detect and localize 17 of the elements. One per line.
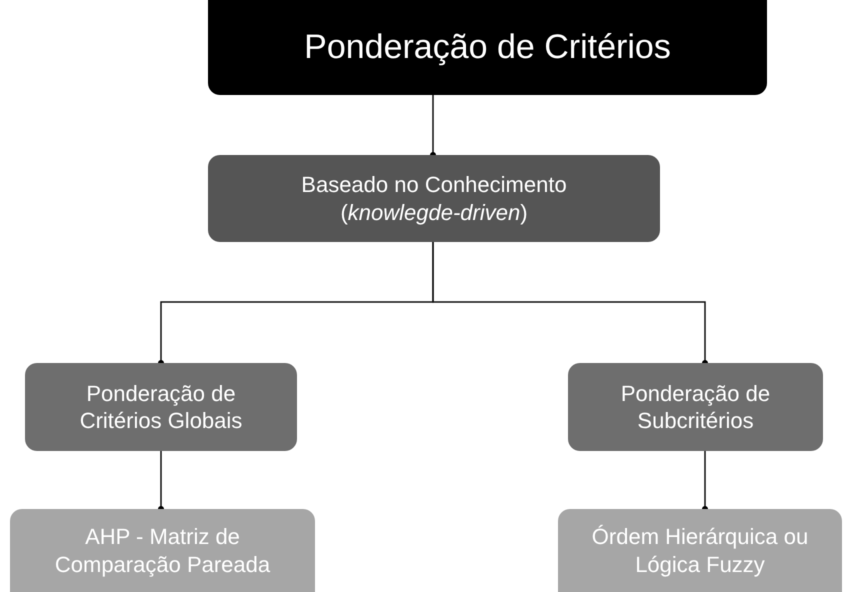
process-box bbox=[208, 155, 660, 242]
box-text: AHP - Matriz de Comparação Pareada bbox=[54, 523, 272, 578]
connector-line bbox=[158, 451, 164, 512]
process-box bbox=[10, 509, 315, 592]
process-box bbox=[25, 363, 297, 451]
process-box bbox=[558, 509, 842, 592]
box-text: Ponderação de Critérios Globais bbox=[78, 380, 244, 434]
box-text: (knowlegde-driven) bbox=[340, 198, 528, 226]
box-text: Baseado no Conhecimento bbox=[301, 171, 567, 198]
connector-line bbox=[432, 242, 708, 366]
connector-line bbox=[430, 95, 436, 158]
connector-line bbox=[702, 451, 708, 512]
box-text: Ponderação de Subcritérios bbox=[620, 380, 772, 434]
box-text: Órdem Hierárquica ou Lógica Fuzzy bbox=[590, 523, 810, 578]
box-text: Ponderação de Critérios bbox=[304, 27, 671, 68]
process-box bbox=[568, 363, 823, 451]
title-box bbox=[208, 0, 767, 95]
